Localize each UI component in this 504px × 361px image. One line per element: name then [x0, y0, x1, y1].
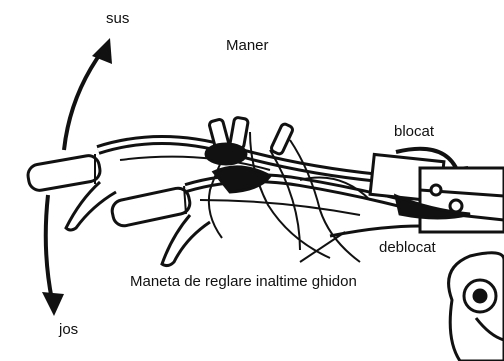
gear-housing — [449, 253, 504, 361]
up-label: sus — [106, 11, 129, 26]
right-brake-lever — [162, 215, 210, 266]
height-lever-label: Maneta de reglare inaltime ghidon — [130, 274, 357, 289]
left-brake-lever — [66, 182, 116, 230]
locked-label: blocat — [394, 124, 434, 139]
handle-label: Maner — [226, 38, 269, 53]
unlocked-label: deblocat — [379, 240, 436, 255]
down-arrowhead — [42, 292, 64, 316]
up-arrow — [64, 50, 103, 150]
right-grip — [110, 186, 192, 228]
down-arrow — [46, 195, 52, 300]
down-label: jos — [59, 322, 78, 337]
left-grip — [26, 154, 101, 192]
lever-leader-line — [300, 232, 345, 262]
